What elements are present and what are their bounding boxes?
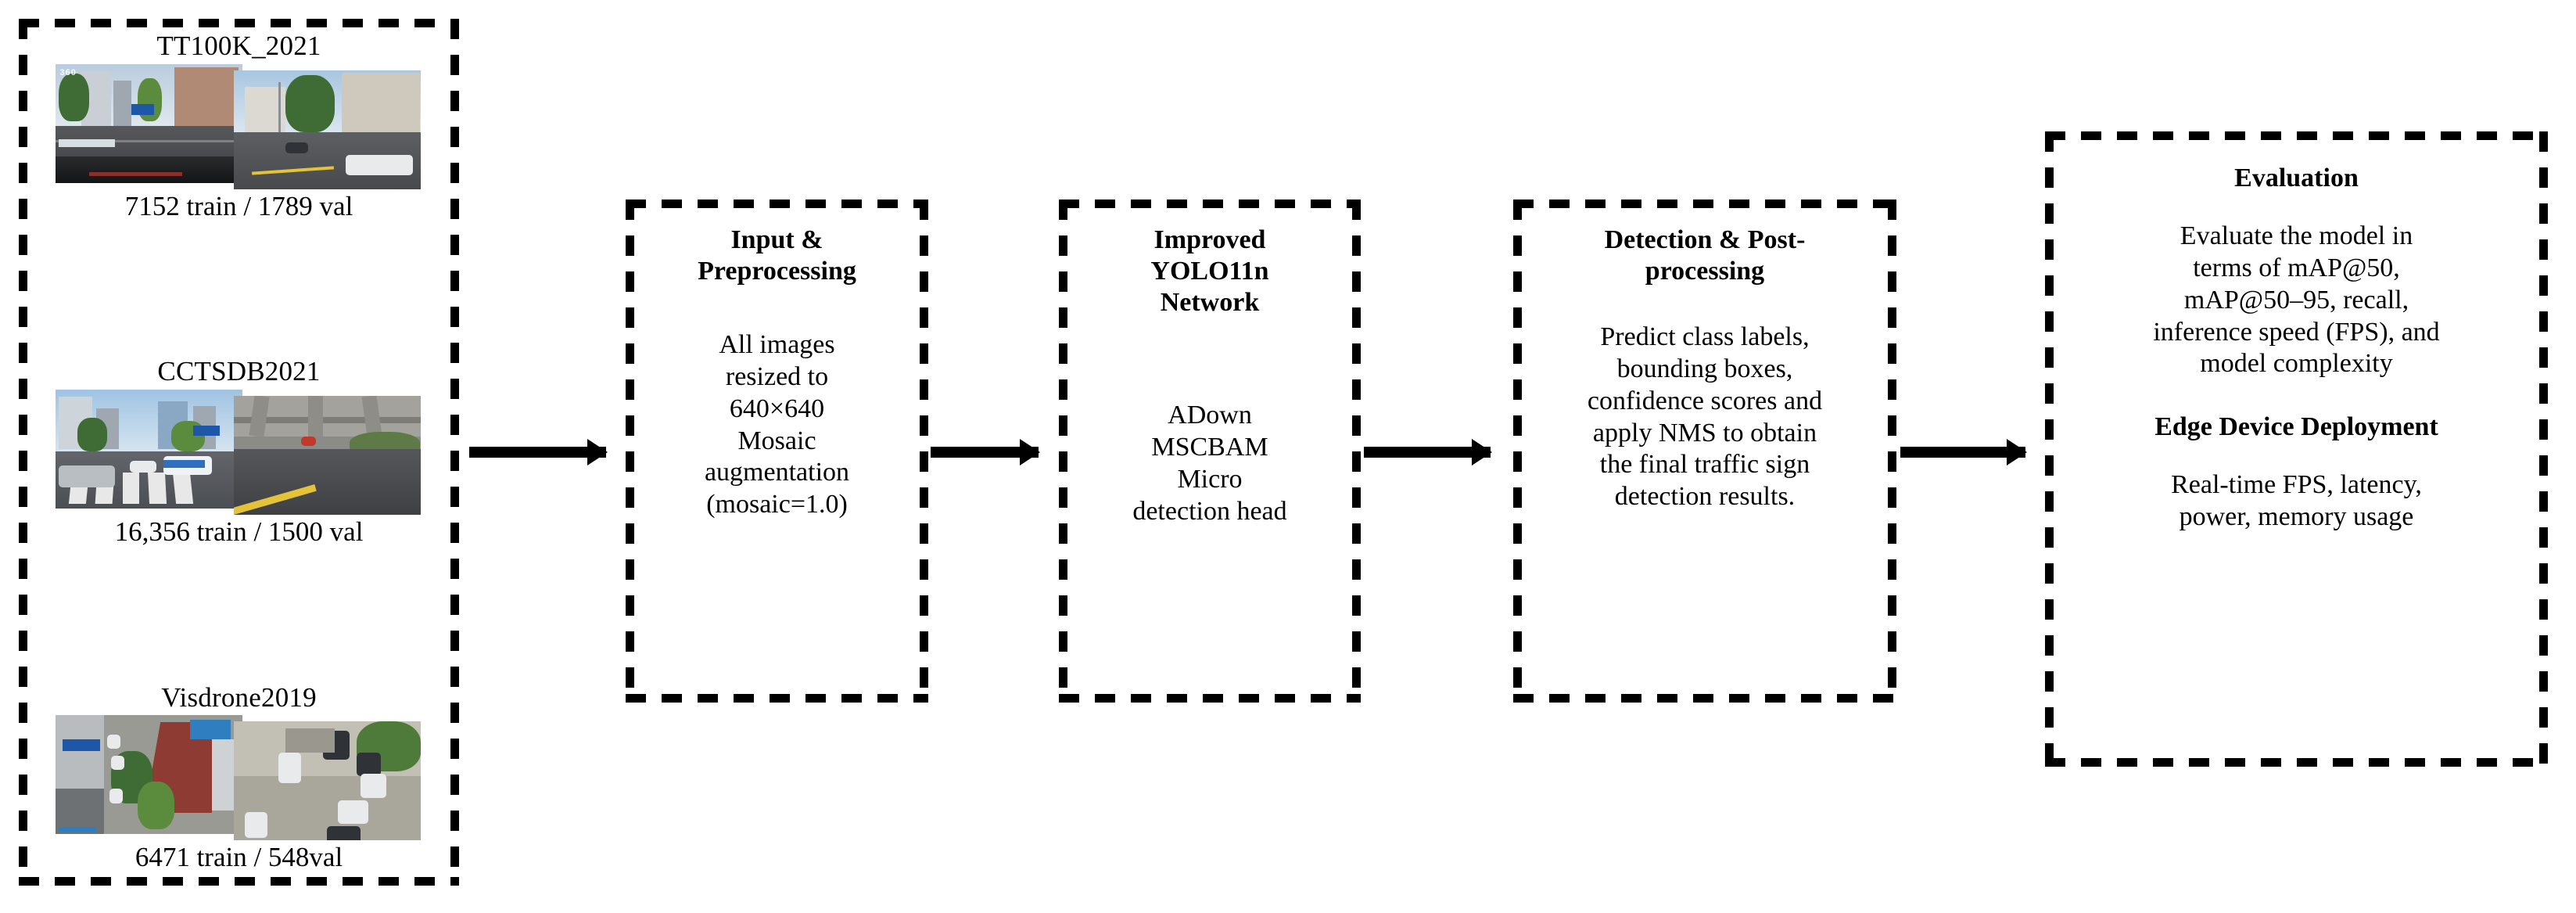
edge-deployment-title: Edge Device Deployment — [2154, 412, 2438, 442]
dataset-image-pair — [55, 390, 423, 515]
panel-border-left — [19, 19, 27, 886]
box-border-left — [626, 199, 634, 703]
stage-title: Input & Preprocessing — [698, 225, 856, 286]
arrow-datasets-to-input — [469, 447, 606, 458]
dataset-title: TT100K_2021 — [156, 31, 321, 61]
stage-title: Detection & Post- processing — [1604, 225, 1806, 286]
dataset-title: CCTSDB2021 — [157, 356, 321, 387]
arrow-network-to-detection — [1364, 447, 1491, 458]
box-border-top — [2045, 131, 2548, 140]
box-border-bottom — [1059, 694, 1361, 703]
under-overpass-road-photo — [233, 396, 421, 515]
box-border-left — [1059, 199, 1067, 703]
dashcam-urban-street-photo: 360 — [55, 63, 242, 183]
panel-border-right — [450, 19, 459, 886]
dataset-image-pair — [55, 715, 423, 841]
box-border-top — [626, 199, 928, 208]
box-border-top — [1059, 199, 1361, 208]
aerial-parking-lot-drone-photo — [233, 721, 421, 841]
sunlit-residential-street-photo — [233, 70, 421, 189]
dataset-image-pair: 360 — [55, 63, 423, 189]
evaluation-title: Evaluation — [2234, 164, 2359, 192]
arrow-input-to-network — [931, 447, 1039, 458]
crosswalk-intersection-photo — [55, 390, 242, 509]
stage-body: Predict class labels, bounding boxes, co… — [1587, 322, 1823, 512]
stage-body: All images resized to 640×640 Mosaic aug… — [704, 330, 850, 519]
datasets-panel: TT100K_2021 — [19, 19, 459, 886]
box-border-left — [2045, 131, 2054, 767]
dataset-title: Visdrone2019 — [161, 681, 317, 713]
box-border-bottom — [2045, 758, 2548, 767]
evaluation-body: Evaluate the model in terms of mAP@50, m… — [2153, 221, 2440, 379]
stage-evaluation-and-deployment: Evaluation Evaluate the model in terms o… — [2045, 131, 2548, 767]
box-border-top — [1513, 199, 1896, 208]
stage-title: Improved YOLO11n Network — [1150, 225, 1269, 318]
panel-border-bottom — [19, 877, 459, 886]
dataset-item-visdrone2019: Visdrone2019 — [27, 681, 450, 873]
dataset-item-tt100k: TT100K_2021 — [27, 31, 450, 221]
box-border-bottom — [1513, 694, 1896, 703]
panel-border-top — [19, 19, 459, 27]
box-border-right — [2539, 131, 2548, 767]
stage-input-preprocessing: Input & Preprocessing All images resized… — [626, 199, 928, 703]
stage-improved-yolo11n-network: Improved YOLO11n Network ADown MSCBAM Mi… — [1059, 199, 1361, 703]
arrow-detection-to-evaluation — [1900, 447, 2025, 458]
dataset-counts: 6471 train / 548val — [135, 842, 343, 873]
stage-module-list: ADown MSCBAM Micro detection head — [1132, 401, 1287, 526]
aerial-street-drone-photo — [55, 715, 242, 835]
stage-detection-postprocessing: Detection & Post- processing Predict cla… — [1513, 199, 1896, 703]
edge-deployment-body: Real-time FPS, latency, power, memory us… — [2171, 470, 2422, 531]
box-border-right — [920, 199, 928, 703]
box-border-right — [1888, 199, 1896, 703]
dataset-item-cctsdb2021: CCTSDB2021 — [27, 356, 450, 547]
box-border-left — [1513, 199, 1522, 703]
box-border-bottom — [626, 694, 928, 703]
dataset-counts: 16,356 train / 1500 val — [114, 516, 364, 547]
box-border-right — [1352, 199, 1361, 703]
dataset-counts: 7152 train / 1789 val — [124, 190, 353, 221]
